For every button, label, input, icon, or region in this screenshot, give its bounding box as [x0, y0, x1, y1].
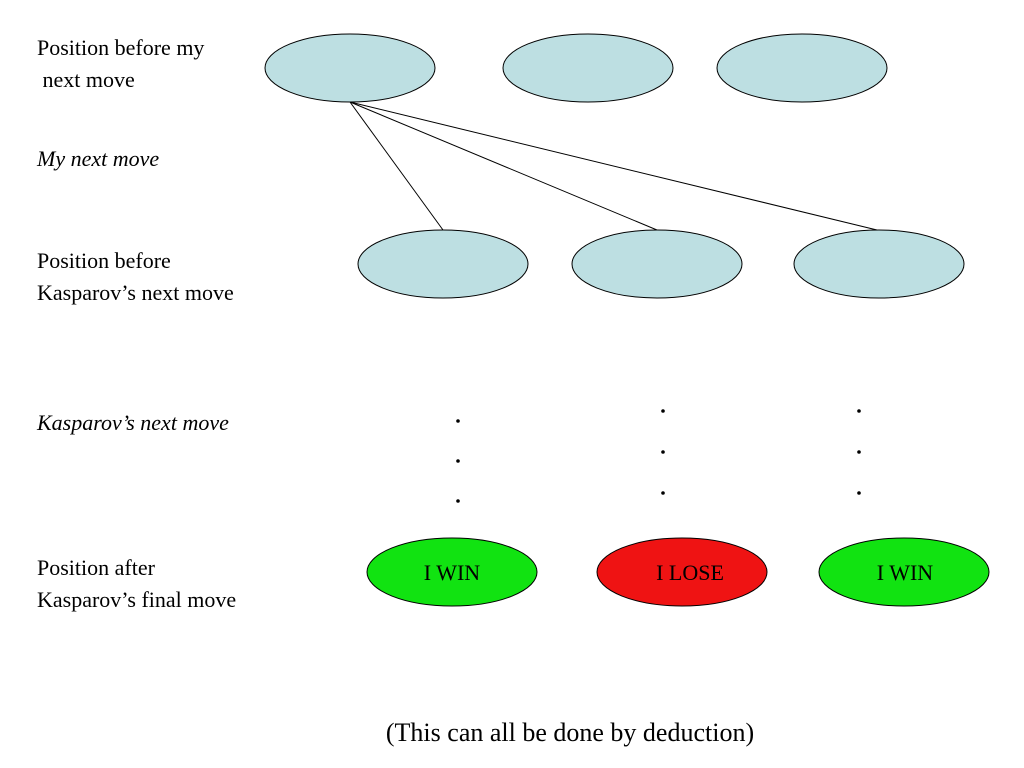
move-edge: [349, 101, 878, 231]
position-node: [502, 33, 674, 103]
row-label-my-next-move: My next move: [37, 146, 160, 171]
ellipsis-dot: [661, 491, 665, 495]
root-positions: [264, 33, 888, 103]
row-label-kasparov-next-move: Kasparov’s next move: [37, 410, 229, 435]
row-label-position-after-final-move: Position after Kasparov’s final move: [37, 555, 237, 612]
position-node: [264, 33, 436, 103]
ellipsis-dot: [857, 491, 861, 495]
move-edge: [349, 101, 444, 231]
outcome-nodes: I WIN I LOSE I WIN: [366, 537, 990, 607]
ellipsis-dot: [661, 409, 665, 413]
ellipsis-dot: [661, 450, 665, 454]
ellipsis-dot: [857, 450, 861, 454]
outcome-label: I WIN: [877, 560, 934, 585]
outcome-node-lose: [596, 537, 768, 607]
ellipsis-dot: [456, 419, 460, 423]
child-positions: [357, 229, 965, 299]
position-node: [793, 229, 965, 299]
ellipsis-dot: [456, 499, 460, 503]
continuation-dots: [456, 409, 861, 503]
ellipsis-dot: [857, 409, 861, 413]
position-node: [357, 229, 529, 299]
position-node: [571, 229, 743, 299]
move-edges: [349, 101, 878, 231]
row-label-position-before-my-move: Position before my next move: [37, 35, 205, 92]
ellipsis-dot: [456, 459, 460, 463]
outcome-label: I LOSE: [656, 560, 724, 585]
move-edge: [349, 101, 658, 231]
position-node: [716, 33, 888, 103]
footer-note: (This can all be done by deduction): [385, 718, 755, 747]
outcome-node-win: [366, 537, 538, 607]
outcome-node-win: [818, 537, 990, 607]
row-label-position-before-kasparov-move: Position before Kasparov’s next move: [37, 248, 234, 305]
outcome-label: I WIN: [424, 560, 481, 585]
